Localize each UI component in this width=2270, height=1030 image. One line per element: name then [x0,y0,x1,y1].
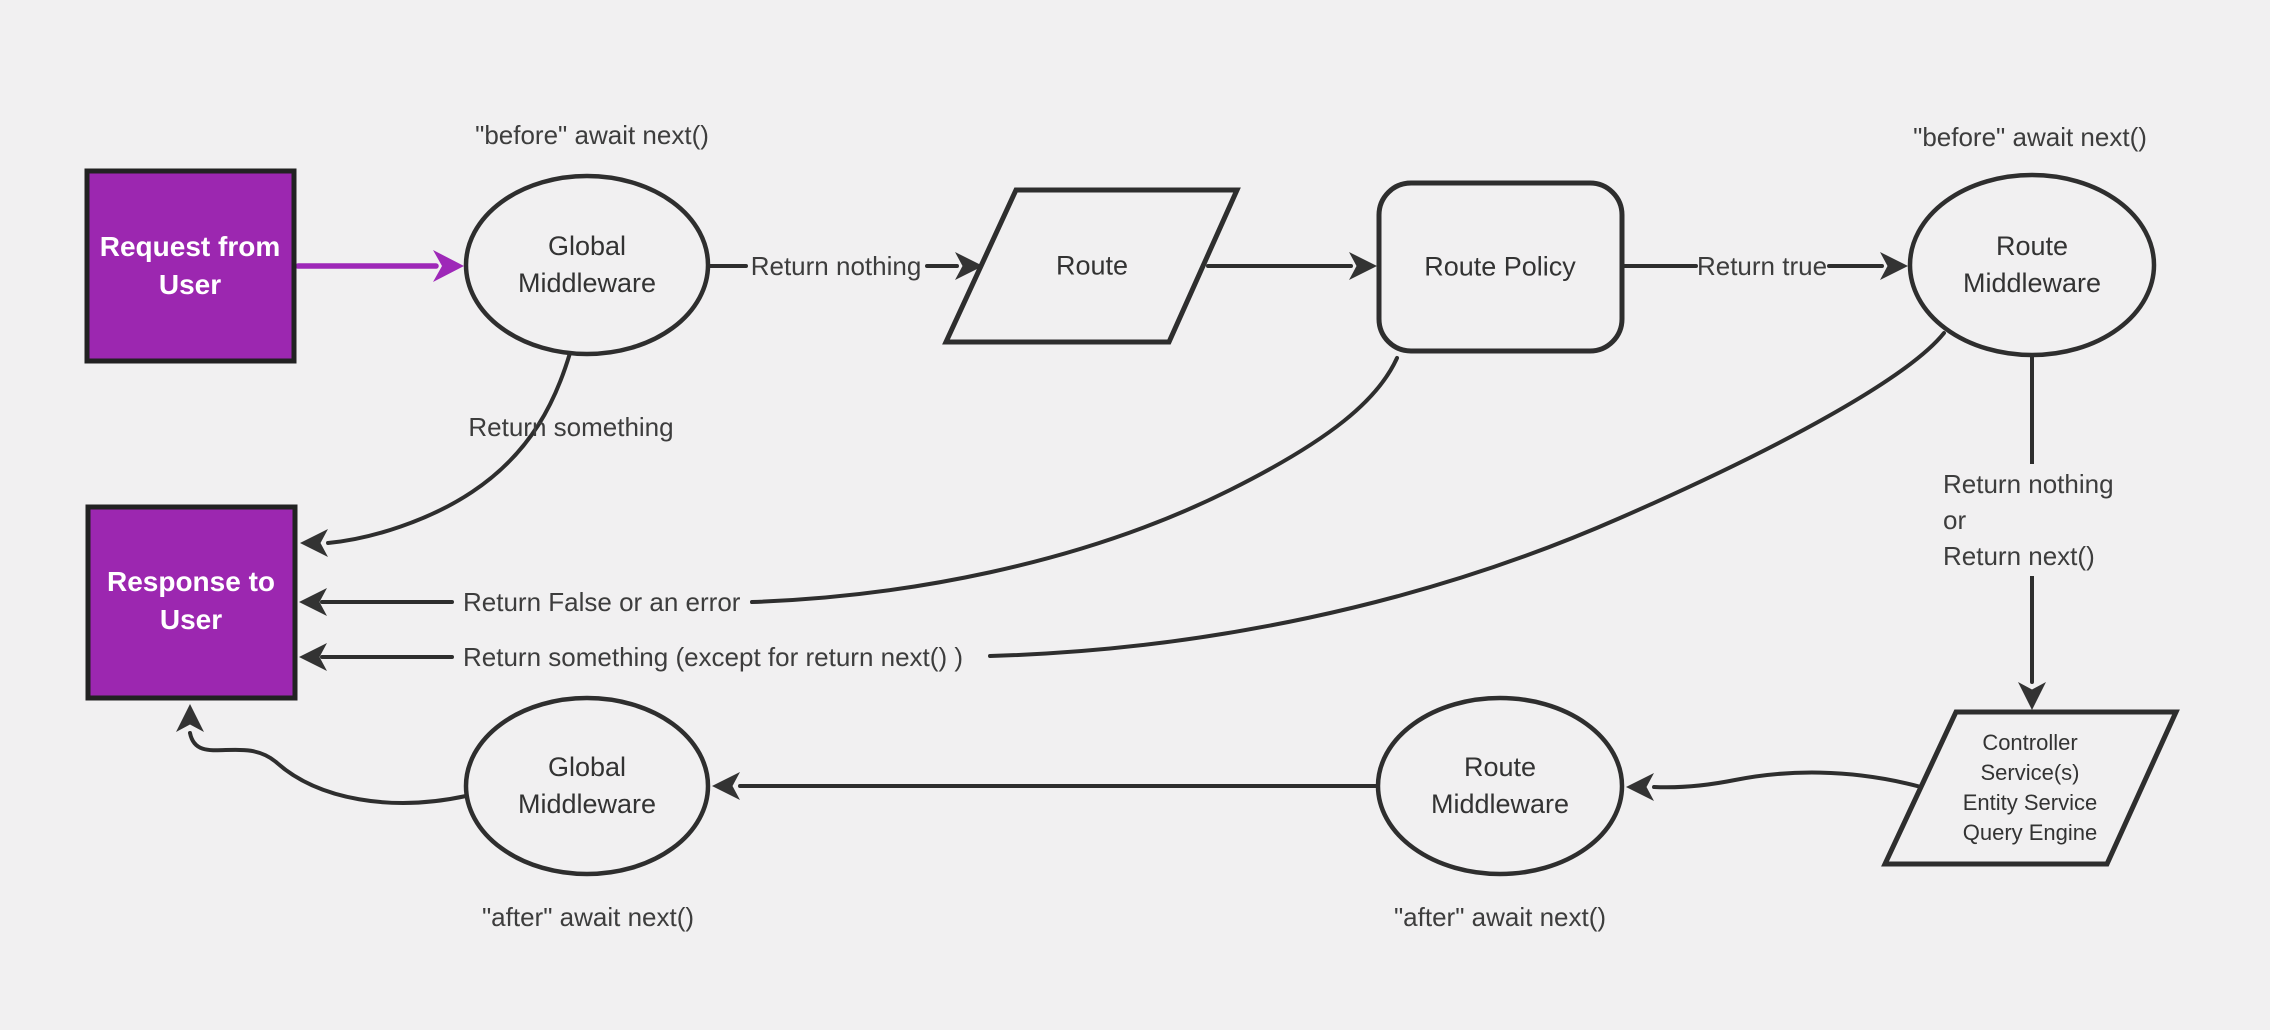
return-nothing-label: Return nothing [750,251,922,281]
request-line-1: Request from [99,231,281,262]
return-something-label: Return something [468,412,674,442]
response-line-1: Response to [106,566,276,597]
response-to-user-box [85,504,298,701]
arrow-return-something-curve [326,351,572,545]
after-await-next-label-left: "after" await next() [481,902,695,932]
response-line-2: User [159,604,223,635]
before-await-next-label-right: "before" await next() [1913,122,2147,152]
request-from-user-label: Request from User [100,228,280,304]
return-true-label: Return true [1696,251,1828,281]
global-middleware-top-label: Global Middleware [517,231,657,298]
route-policy-box [1376,180,1625,354]
arrow-return-false-curve [750,356,1399,604]
request-line-2: User [158,269,222,300]
route-policy-label: Route Policy [1424,251,1576,282]
global-middleware-bottom-label: Global Middleware [517,752,657,819]
return-false-label: Return False or an error [463,587,741,617]
controller-label: Controller Service(s) Entity Service Que… [1962,730,2098,845]
global-middleware-top-ellipse [463,173,711,357]
global-middleware-bottom-ellipse [463,695,711,877]
return-nothing-or-next-label: Return nothing or Return next() [1943,464,2124,576]
route-middleware-bottom-label: Route Middleware [1430,752,1570,819]
response-to-user-label: Response to User [107,563,275,639]
arrow-controller-to-routemw [1652,770,1923,790]
arrow-return-except-curve [988,331,1946,658]
arrow-globalmw-to-response [188,731,468,805]
route-label: Route [1055,250,1129,281]
before-await-next-label-left: "before" await next() [475,120,709,150]
route-middleware-top-label: Route Middleware [1962,231,2102,298]
route-parallelogram [942,187,1241,345]
return-something-except-label: Return something (except for return next… [463,642,963,672]
request-from-user-box [84,168,297,364]
controller-parallelogram [1881,709,2180,867]
route-middleware-bottom-ellipse [1375,695,1625,877]
route-middleware-top-ellipse [1907,172,2157,358]
after-await-next-label-middle: "after" await next() [1393,902,1607,932]
